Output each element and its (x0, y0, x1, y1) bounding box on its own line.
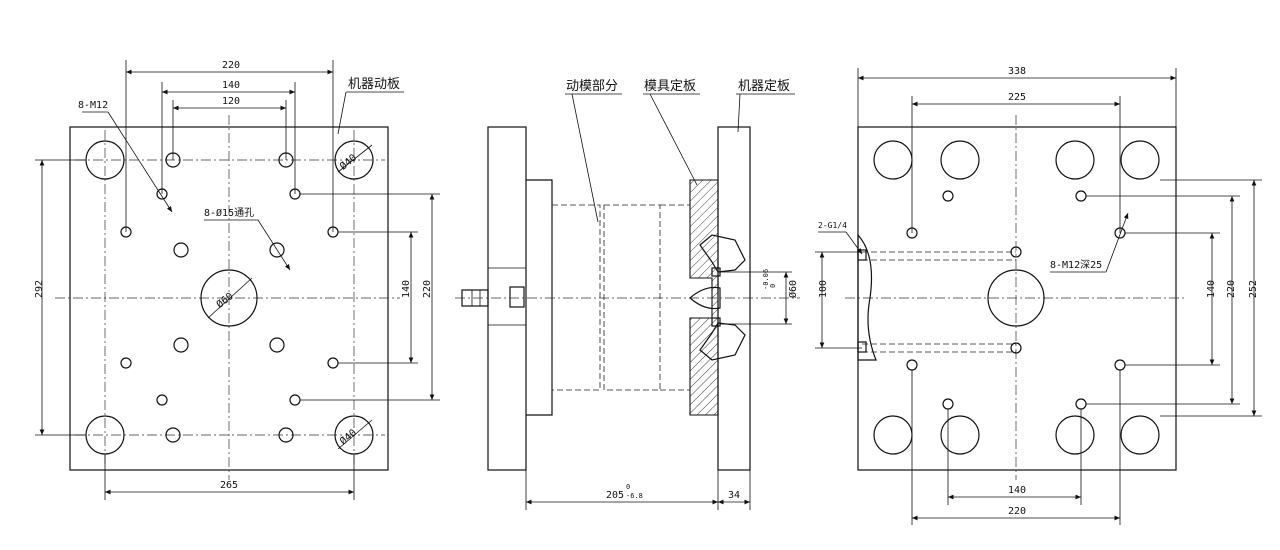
left-dim-top-mid: 140 (222, 80, 240, 91)
left-through-hole-label: 8-Ø15通孔 (204, 207, 254, 219)
middle-dim-length-tol-upper: 0 (626, 483, 630, 491)
middle-dim-diameter-tol-upper: -0.06 (762, 269, 770, 290)
left-dim-top-inner: 120 (222, 96, 240, 107)
machine-fixed-platen (717, 126, 751, 471)
corner-hole-tr (334, 140, 374, 180)
corner-dia-label-bottom: Ø40 (337, 427, 359, 448)
middle-view: Ø60 -0.06 0 205 0 -6.8 34 动模部分 模具定板 机器定板 (455, 79, 800, 510)
middle-dim-length-tol-lower: -6.8 (626, 492, 643, 500)
middle-dim-diameter-tol-lower: 0 (769, 284, 777, 288)
right-dim-right-2: 220 (1226, 280, 1237, 298)
label-machine-plate: 机器定板 (738, 79, 790, 94)
center-hole-label: Ø60 (214, 290, 236, 311)
left-dim-left: 292 (34, 280, 45, 298)
right-g-thread-label: 2-G1/4 (818, 221, 847, 230)
left-thread-label: 8-M12 (78, 100, 108, 111)
right-dim-right-3: 252 (1248, 280, 1259, 298)
right-dim-right-1: 140 (1206, 280, 1217, 298)
right-dim-top-outer: 338 (1008, 66, 1026, 77)
corner-hole-br (334, 415, 374, 455)
middle-dim-length: 205 (606, 490, 624, 501)
middle-dim-plate: 34 (728, 490, 740, 501)
right-dim-left: 100 (818, 280, 829, 298)
label-mold-plate: 模具定板 (644, 79, 696, 94)
left-view: Ø40 Ø40 Ø60 220 (34, 60, 440, 500)
label-moving-part: 动模部分 (566, 79, 618, 94)
left-dim-right-outer: 220 (422, 280, 433, 298)
right-dim-top-inner: 225 (1008, 92, 1026, 103)
right-center-hole (987, 269, 1045, 327)
fixed-mold-plate (689, 179, 719, 416)
left-dim-bottom: 265 (220, 480, 238, 491)
right-plate-outline (857, 126, 1177, 471)
middle-dim-diameter: Ø60 (787, 280, 799, 298)
right-view: 338 225 140 220 100 140 220 252 (815, 66, 1262, 525)
left-dim-right-inner: 140 (401, 280, 412, 298)
moving-platen (487, 126, 527, 471)
right-dim-bottom-inner: 140 (1008, 485, 1026, 496)
left-dim-top-outer: 220 (222, 60, 240, 71)
right-thread-label: 8-M12深25 (1050, 259, 1102, 271)
right-dim-bottom-outer: 220 (1008, 506, 1026, 517)
center-hole (200, 269, 258, 327)
left-plate-label: 机器动板 (348, 77, 400, 92)
